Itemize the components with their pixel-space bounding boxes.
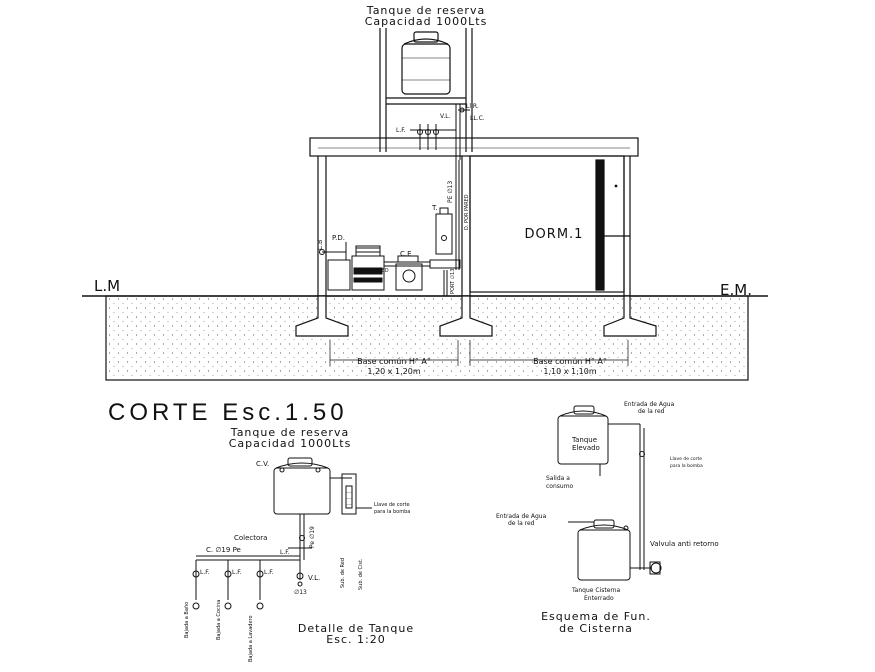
tank-title-2: Capacidad 1000Lts [365, 15, 488, 28]
scheme-caption-2: de Cisterna [559, 622, 633, 635]
vl-label: V.L. [440, 113, 451, 120]
cv-label: C.V. [256, 460, 269, 468]
pe19-label: Pe ∅19 [309, 526, 316, 548]
colectora-label: Colectora [234, 534, 267, 542]
scheme-caption-1: Esquema de Fun. [541, 610, 651, 623]
detail-tank-title-2: Capacidad 1000Lts [229, 437, 352, 450]
scheme-entrada-top-1: Entrada de Agua [624, 401, 675, 408]
lf3-label: L.F. [264, 569, 274, 576]
detail-vl-label: V.L. [308, 574, 320, 582]
tank-piping [410, 104, 470, 270]
building-section [82, 28, 768, 381]
lf2-label: L.F. [232, 569, 242, 576]
ground-soil [105, 295, 749, 381]
detail-llave-1: Llave de corte [374, 502, 410, 508]
base-left-1: Base común H° A° [357, 357, 431, 366]
base-right-1: Base común H° A° [533, 357, 607, 366]
dorm-label: DORM.1 [525, 227, 584, 242]
lf4-label: L.F. [280, 549, 290, 556]
bajada-lavadero: Bajada a Lavadero [248, 615, 254, 662]
scheme-llave-2: para la bomba [670, 463, 703, 469]
bajada-cocina: Bajada a Cocina [216, 600, 222, 640]
cisterna-1: Tanque Cisterna [571, 587, 621, 594]
cb-label: C.B [317, 240, 324, 250]
base-left-2: 1,20 x 1,20m [367, 367, 420, 376]
t-label: T. [431, 204, 438, 212]
ce-label: C.E [400, 250, 412, 258]
footing-dimensions [329, 340, 629, 366]
salida-1: Salida a [546, 475, 570, 482]
em-label: E.M. [720, 281, 752, 299]
tank-title-1: Tanque de reserva [366, 4, 485, 17]
tank-detail [192, 457, 372, 610]
scheme-llave-1: Llave de corte [670, 456, 702, 462]
elevated-tank [401, 31, 451, 95]
detail-caption-1: Detalle de Tanque [298, 622, 414, 635]
por-piso-label: POR PARED [360, 268, 389, 274]
base-right-2: 1,10 x 1,10m [543, 367, 596, 376]
sub-red-label: Sub. de Red [340, 558, 346, 588]
colectora-dim: C. ∅19 Pe [206, 546, 241, 554]
dorm-room [469, 155, 625, 293]
port-label: PORT ∅13 [450, 269, 456, 294]
valvula-label: Valvula anti retorno [650, 540, 719, 548]
scheme-entrada-mid-2: de la red [508, 520, 535, 527]
footings [295, 295, 657, 337]
llr-label: Ll.R. [466, 103, 479, 110]
lf-label: L.F. [396, 127, 406, 134]
detail-tank-title-1: Tanque de reserva [230, 426, 349, 439]
cistern-scheme [557, 405, 662, 581]
tanque-elevado-2: Elevado [572, 444, 600, 452]
tanque-elevado-1: Tanque [571, 436, 597, 444]
pe-label: PE ∅13 [447, 181, 454, 203]
drawing-title: CORTE Esc.1.50 [108, 399, 348, 426]
fixtures [319, 207, 461, 296]
llc-label: LL.C. [470, 115, 485, 122]
por-pared-label: D. POR PARED [464, 194, 470, 230]
scheme-entrada-top-2: de la red [638, 408, 665, 415]
lm-label: L.M [94, 277, 120, 295]
detail-caption-2: Esc. 1:20 [326, 633, 385, 646]
detail-llave-2: para la bomba [374, 509, 410, 515]
cisterna-2: Enterrado [584, 595, 614, 602]
salida-2: consumo [546, 483, 574, 490]
tank-stand [379, 28, 473, 152]
lf1-label: L.F. [200, 569, 210, 576]
roof-slab [309, 137, 639, 157]
sub-cist-label: Sub. de Cist. [358, 558, 364, 590]
d13-label: ∅13 [294, 589, 307, 596]
scheme-entrada-mid-1: Entrada de Agua [496, 513, 547, 520]
bajada-bano: Bajada a Baño [184, 602, 190, 638]
pd-label: P.D. [332, 234, 345, 242]
